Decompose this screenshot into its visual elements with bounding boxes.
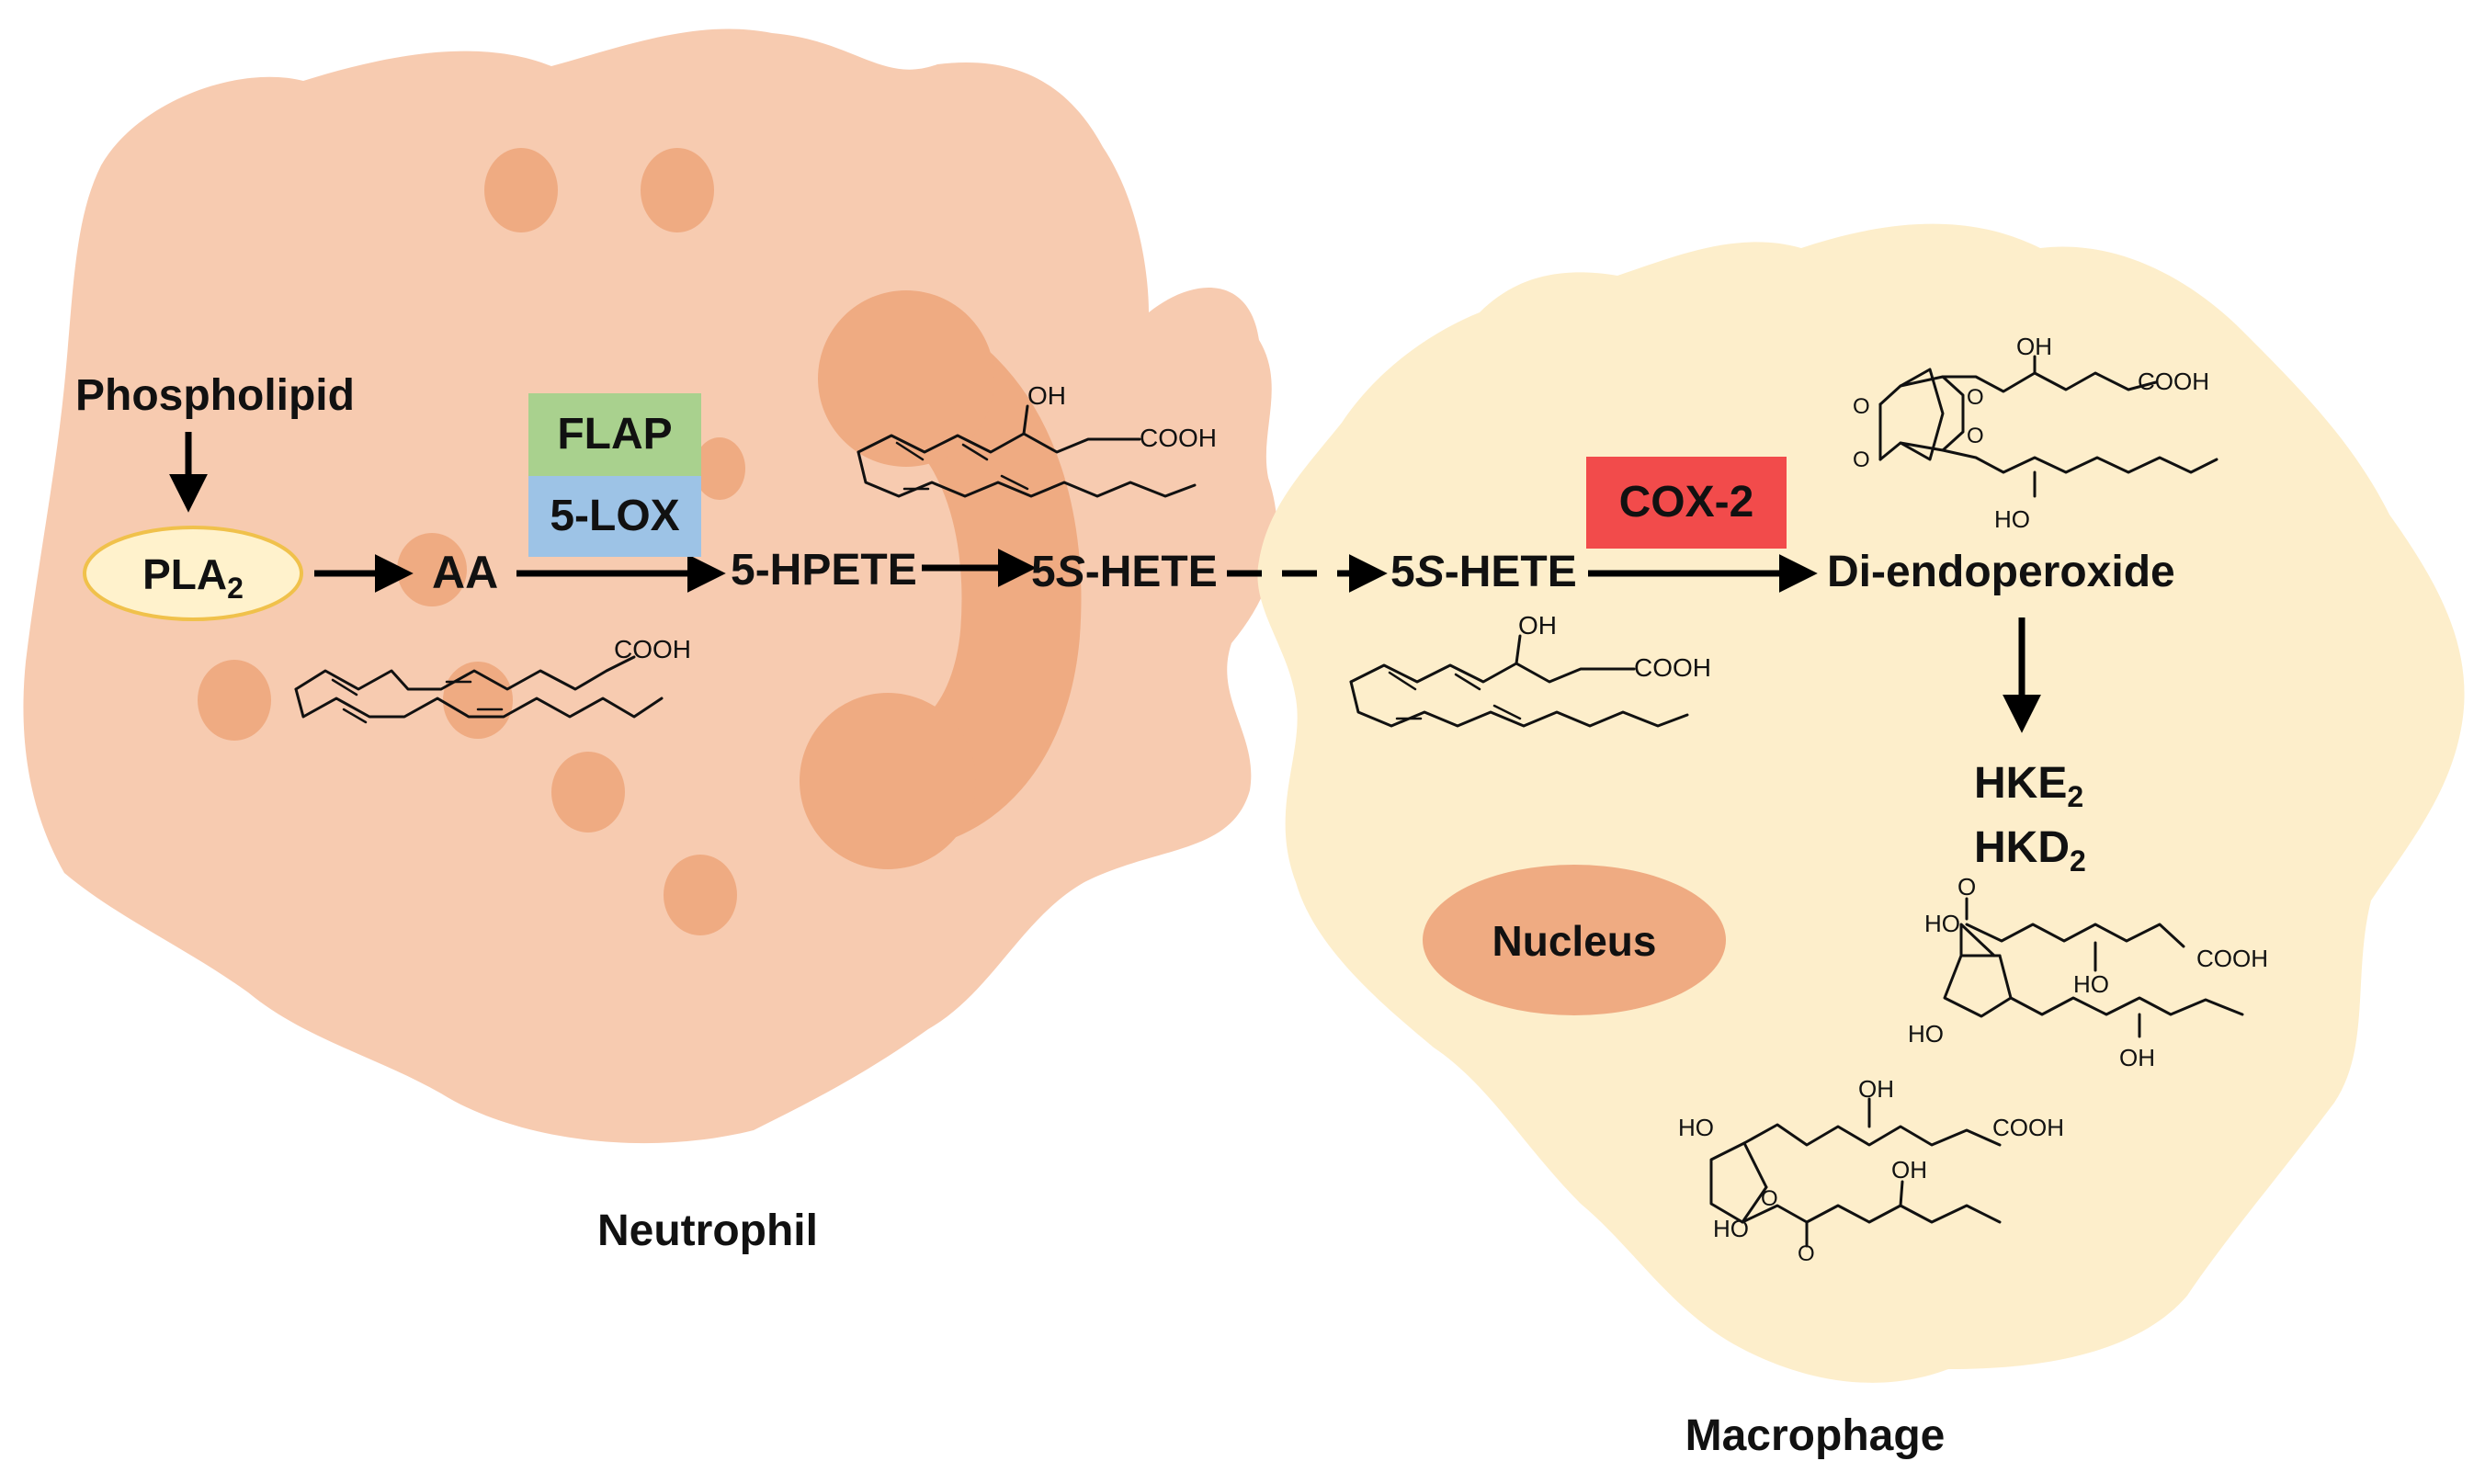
macrophage-cell: [1257, 223, 2465, 1383]
hkd-ho: HO: [1678, 1114, 1714, 1141]
pathway-arrows: [169, 432, 2041, 733]
neutrophil-cell: [23, 28, 1277, 1144]
hkd-ho: HO: [1713, 1215, 1749, 1242]
hke-cooh: COOH: [2196, 945, 2268, 972]
aa-label: AA: [432, 547, 498, 598]
hete-label-macrophage: 5S-HETE: [1390, 548, 1577, 596]
hke-ho: HO: [1924, 910, 1960, 937]
structure-arachidonic-acid: COOH: [294, 635, 691, 724]
granule: [664, 855, 737, 935]
hete-prefix: 5: [1390, 548, 1415, 596]
lox-box: [528, 476, 701, 557]
hke-o: O: [1957, 873, 1976, 901]
diendoperoxide-label: Di-endoperoxide: [1827, 548, 2175, 596]
hke-sub: 2: [2067, 780, 2083, 813]
diendo-o: O: [1967, 424, 1984, 448]
hkd-o: O: [1798, 1241, 1815, 1266]
hete-suffix: -HETE: [1445, 548, 1577, 596]
hete1-cooh: COOH: [1140, 424, 1217, 452]
hete2-oh: OH: [1518, 611, 1557, 640]
granule: [551, 752, 625, 833]
hke-ho: HO: [1908, 1020, 1944, 1048]
hkd-oh: OH: [1858, 1075, 1894, 1103]
granule: [694, 437, 745, 500]
hke-oh: OH: [2119, 1044, 2155, 1071]
hete-italic: S: [1056, 548, 1085, 596]
hke2-label: HKE2: [1974, 759, 2083, 813]
cox2-label: COX-2: [1619, 478, 1754, 527]
macrophage-label: Macrophage: [1685, 1411, 1946, 1460]
hete-label-neutrophil: 5S-HETE: [1031, 548, 1218, 596]
flap-label: FLAP: [557, 410, 672, 459]
flap-box: [528, 393, 701, 476]
lox-label: 5-LOX: [550, 492, 679, 540]
neutrophil-label: Neutrophil: [597, 1206, 818, 1255]
hpete-label: 5-HPETE: [731, 546, 917, 595]
hkd-sub: 2: [2070, 844, 2086, 878]
granule: [641, 148, 714, 232]
pla2-sub: 2: [227, 572, 244, 605]
structure-5s-hete-macrophage: OH COOH: [1349, 611, 1711, 728]
hete-italic: S: [1415, 548, 1445, 596]
granule: [484, 148, 558, 232]
cox2-box: [1586, 457, 1787, 549]
diendo-o: O: [1853, 447, 1870, 472]
granules: [198, 148, 745, 935]
diendo-o: O: [1967, 385, 1984, 410]
granule: [198, 660, 271, 741]
hke-main: HKE: [1974, 759, 2067, 808]
hkd2-label: HKD2: [1974, 823, 2086, 878]
phospholipid-label: Phospholipid: [75, 371, 355, 420]
structure-hke2: HO O COOH HO HO OH: [1908, 873, 2268, 1071]
hkd-oh: OH: [1891, 1156, 1927, 1184]
pla2-ellipse: [83, 526, 303, 621]
granule: [397, 533, 467, 606]
nucleus-label: Nucleus: [1492, 917, 1657, 965]
hkd-cooh: COOH: [1992, 1114, 2064, 1141]
structure-5s-hete-neutrophil: OH COOH: [857, 381, 1217, 498]
diendo-ho: HO: [1994, 505, 2030, 533]
hkd-main: HKD: [1974, 823, 2070, 872]
pla2-main: PLA: [142, 550, 227, 598]
c-shaped-organelle: [800, 290, 1082, 869]
nucleus: [1423, 865, 1726, 1015]
diendo-oh: OH: [2016, 333, 2052, 360]
pla2-label: PLA2: [142, 550, 244, 605]
hete1-oh: OH: [1027, 381, 1066, 410]
aa-cooh: COOH: [614, 635, 691, 663]
diendo-o: O: [1853, 394, 1870, 419]
hkd-o: O: [1761, 1186, 1778, 1211]
hete-suffix: -HETE: [1085, 548, 1218, 596]
hke-ho: HO: [2073, 970, 2109, 998]
hete2-cooh: COOH: [1634, 653, 1711, 682]
hete-prefix: 5: [1031, 548, 1056, 596]
diendo-cooh: COOH: [2138, 368, 2209, 395]
structure-di-endoperoxide: O O O O OH COOH HO: [1853, 333, 2218, 533]
structure-hkd2: HO OH COOH O OH HO O: [1678, 1075, 2064, 1266]
